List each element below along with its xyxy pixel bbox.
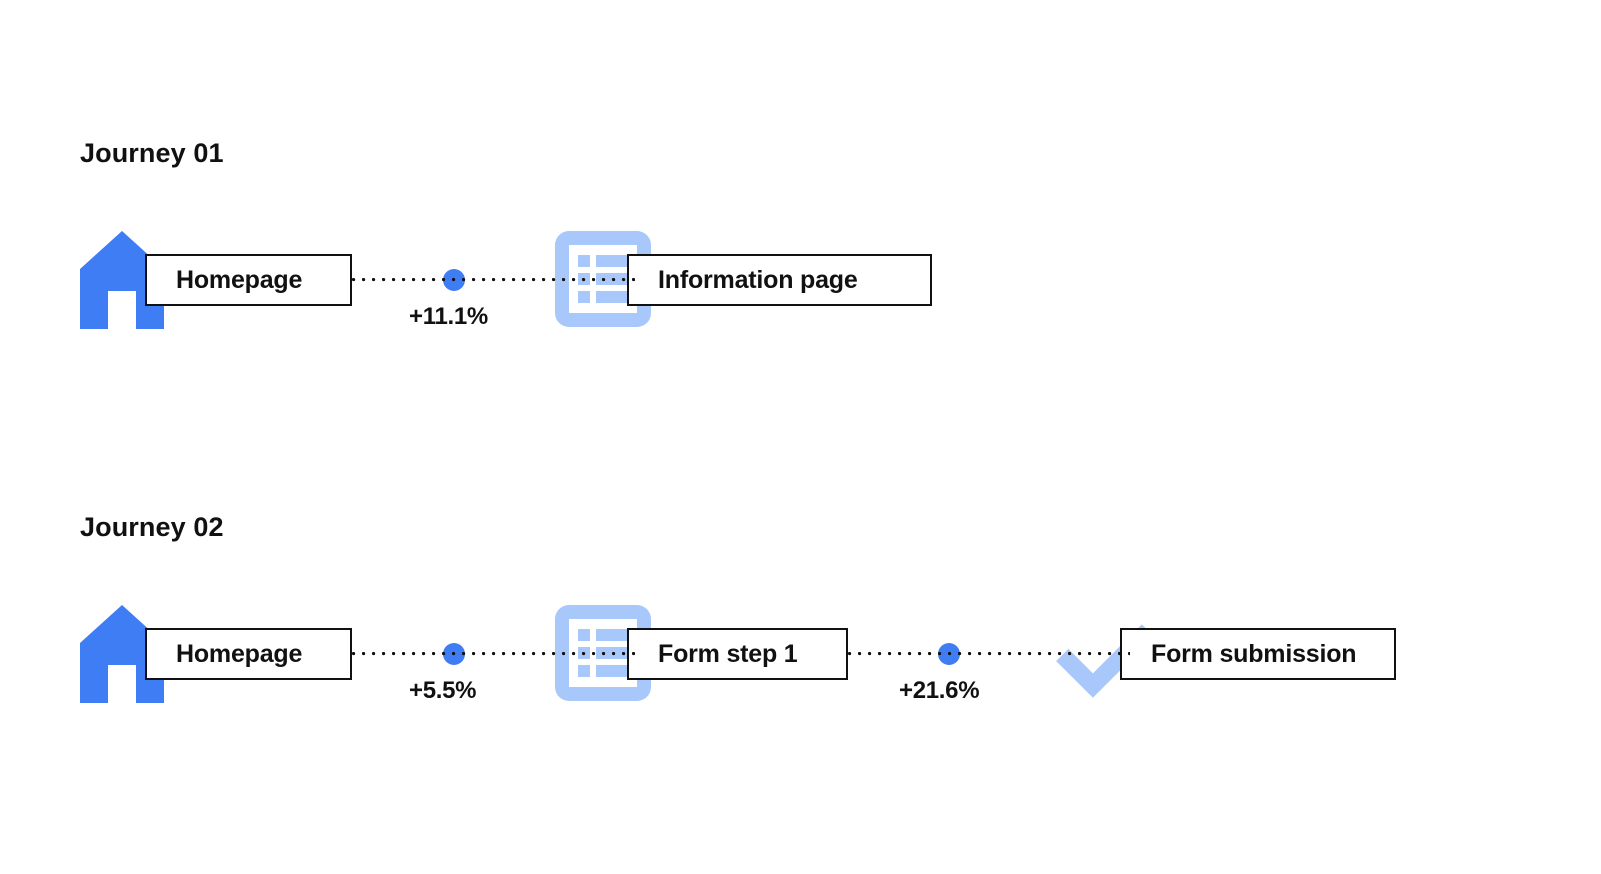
node-box-homepage[interactable]: Homepage (145, 254, 352, 306)
house-icon (80, 603, 164, 703)
connector-line (352, 652, 635, 656)
connector-percent-label: +5.5% (409, 677, 477, 704)
node-box-form-submission[interactable]: Form submission (1120, 628, 1396, 680)
node-box-form-step-1[interactable]: Form step 1 (627, 628, 848, 680)
house-icon (80, 229, 164, 329)
connector-percent-label: +11.1% (409, 303, 488, 330)
connector-line (352, 278, 635, 282)
journey-flow-02: Homepage +5.5% (0, 599, 1601, 729)
connector-percent-label: +21.6% (899, 677, 980, 704)
connector-line (848, 652, 1130, 656)
node-box-homepage[interactable]: Homepage (145, 628, 352, 680)
node-label: Form step 1 (658, 639, 798, 668)
node-label: Information page (658, 265, 858, 294)
node-box-information-page[interactable]: Information page (627, 254, 932, 306)
node-label: Form submission (1151, 639, 1357, 668)
node-label: Homepage (176, 639, 303, 668)
node-label: Homepage (176, 265, 303, 294)
journey-flow-01: Homepage +11.1% (0, 225, 1601, 355)
journey-title: Journey 01 (80, 138, 224, 168)
journey-title: Journey 02 (80, 512, 224, 542)
